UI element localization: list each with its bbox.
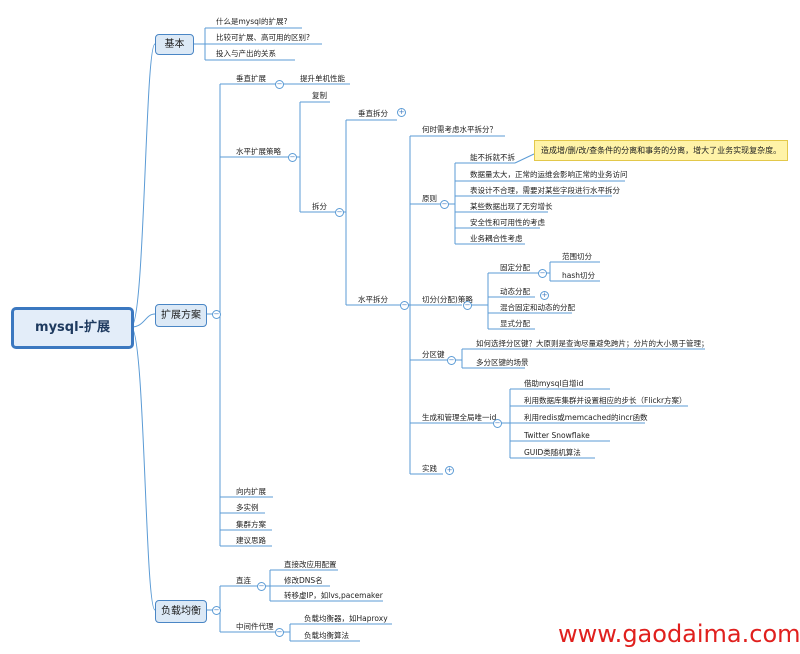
partition-key[interactable]: 分区键 bbox=[422, 350, 445, 359]
topic-lb-label: 负载均衡 bbox=[161, 606, 201, 617]
direct-item-1[interactable]: 直接改应用配置 bbox=[284, 560, 337, 569]
vertical-scaling[interactable]: 垂直扩展 bbox=[236, 74, 266, 83]
collapse-toggle-icon[interactable]: − bbox=[212, 310, 221, 319]
root-topic[interactable]: mysql-扩展 bbox=[11, 307, 134, 349]
basics-item-3[interactable]: 投入与产出的关系 bbox=[216, 49, 276, 58]
middleware-item-1[interactable]: 负载均衡器，如Haproxy bbox=[304, 614, 388, 623]
collapse-toggle-icon[interactable]: − bbox=[538, 269, 547, 278]
range-split[interactable]: 范围切分 bbox=[562, 252, 592, 261]
principle-item-3[interactable]: 表设计不合理，需要对某些字段进行水平拆分 bbox=[470, 186, 620, 195]
vertical-scaling-child[interactable]: 提升单机性能 bbox=[300, 74, 345, 83]
collapse-toggle-icon[interactable]: − bbox=[463, 301, 472, 310]
collapse-toggle-icon[interactable]: − bbox=[275, 628, 284, 637]
topic-scaling-label: 扩展方案 bbox=[161, 310, 201, 321]
mixed-allocation[interactable]: 混合固定和动态的分配 bbox=[500, 303, 575, 312]
partition-key-item-2[interactable]: 多分区键的场景 bbox=[476, 358, 529, 367]
direct-item-3[interactable]: 转移虚IP，如lvs,pacemaker bbox=[284, 591, 383, 600]
global-id-item-4[interactable]: Twitter Snowflake bbox=[524, 431, 590, 440]
collapse-toggle-icon[interactable]: − bbox=[212, 606, 221, 615]
principle-item-4[interactable]: 某些数据出现了无穷增长 bbox=[470, 202, 553, 211]
middleware-item-2[interactable]: 负载均衡算法 bbox=[304, 631, 349, 640]
global-id-item-5[interactable]: GUID类随机算法 bbox=[524, 448, 581, 457]
global-id-item-2[interactable]: 利用数据库集群并设置相应的步长（Flickr方案） bbox=[524, 396, 687, 405]
partition-key-item-1[interactable]: 如何选择分区键？大原则是查询尽量避免跨片；分片的大小易于管理； bbox=[476, 339, 709, 348]
middleware-proxy[interactable]: 中间件代理 bbox=[236, 622, 274, 631]
basics-item-1[interactable]: 什么是mysql的扩展? bbox=[216, 17, 288, 26]
expand-toggle-icon[interactable]: + bbox=[540, 291, 549, 300]
collapse-toggle-icon[interactable]: − bbox=[288, 153, 297, 162]
collapse-toggle-icon[interactable]: − bbox=[275, 80, 284, 89]
basics-item-2[interactable]: 比较可扩展、高可用的区别? bbox=[216, 33, 310, 42]
dynamic-allocation[interactable]: 动态分配 bbox=[500, 287, 530, 296]
collapse-toggle-icon[interactable]: − bbox=[257, 582, 266, 591]
topic-basics-label: 基本 bbox=[164, 39, 185, 50]
when-to-split[interactable]: 何时需考虑水平拆分？ bbox=[422, 125, 497, 134]
scaling-other-4[interactable]: 建议思路 bbox=[236, 536, 266, 545]
watermark: www.gaodaima.com bbox=[558, 620, 800, 648]
horizontal-split[interactable]: 水平拆分 bbox=[358, 295, 388, 304]
collapse-toggle-icon[interactable]: − bbox=[493, 419, 502, 428]
principle-note: 造成增/删/改/查条件的分离和事务的分离，增大了业务实现复杂度。 bbox=[534, 140, 789, 161]
collapse-toggle-icon[interactable]: − bbox=[400, 301, 409, 310]
split[interactable]: 拆分 bbox=[312, 202, 327, 211]
global-id-item-3[interactable]: 利用redis或memcached的incr函数 bbox=[524, 413, 648, 422]
principle[interactable]: 原则 bbox=[422, 194, 437, 203]
hash-split[interactable]: hash切分 bbox=[562, 271, 596, 280]
fixed-allocation[interactable]: 固定分配 bbox=[500, 263, 530, 272]
direct-item-2[interactable]: 修改DNS名 bbox=[284, 576, 323, 585]
principle-item-1[interactable]: 能不拆就不拆 bbox=[470, 153, 515, 162]
principle-item-5[interactable]: 安全性和可用性的考虑 bbox=[470, 218, 545, 227]
split-strategy[interactable]: 切分(分配)策略 bbox=[422, 295, 473, 304]
collapse-toggle-icon[interactable]: − bbox=[447, 356, 456, 365]
practice[interactable]: 实践 bbox=[422, 464, 437, 473]
global-id[interactable]: 生成和管理全局唯一id bbox=[422, 413, 497, 422]
scaling-other-3[interactable]: 集群方案 bbox=[236, 520, 266, 529]
vertical-split[interactable]: 垂直拆分 bbox=[358, 109, 388, 118]
root-label: mysql-扩展 bbox=[35, 320, 110, 335]
scaling-other-2[interactable]: 多实例 bbox=[236, 503, 259, 512]
explicit-allocation[interactable]: 显式分配 bbox=[500, 319, 530, 328]
collapse-toggle-icon[interactable]: − bbox=[335, 208, 344, 217]
scaling-other-1[interactable]: 向内扩展 bbox=[236, 487, 266, 496]
direct-connect[interactable]: 直连 bbox=[236, 576, 251, 585]
replicate[interactable]: 复制 bbox=[312, 91, 327, 100]
principle-item-6[interactable]: 业务耦合性考虑 bbox=[470, 234, 523, 243]
topic-load-balancing[interactable]: 负载均衡 bbox=[155, 600, 207, 623]
global-id-item-1[interactable]: 借助mysql自增id bbox=[524, 379, 584, 388]
collapse-toggle-icon[interactable]: − bbox=[440, 200, 449, 209]
principle-item-2[interactable]: 数据量太大，正常的运维会影响正常的业务访问 bbox=[470, 170, 628, 179]
topic-basics[interactable]: 基本 bbox=[155, 34, 194, 55]
horizontal-strategy[interactable]: 水平扩展策略 bbox=[236, 147, 281, 156]
topic-scaling[interactable]: 扩展方案 bbox=[155, 304, 207, 327]
expand-toggle-icon[interactable]: + bbox=[397, 108, 406, 117]
expand-toggle-icon[interactable]: + bbox=[445, 466, 454, 475]
